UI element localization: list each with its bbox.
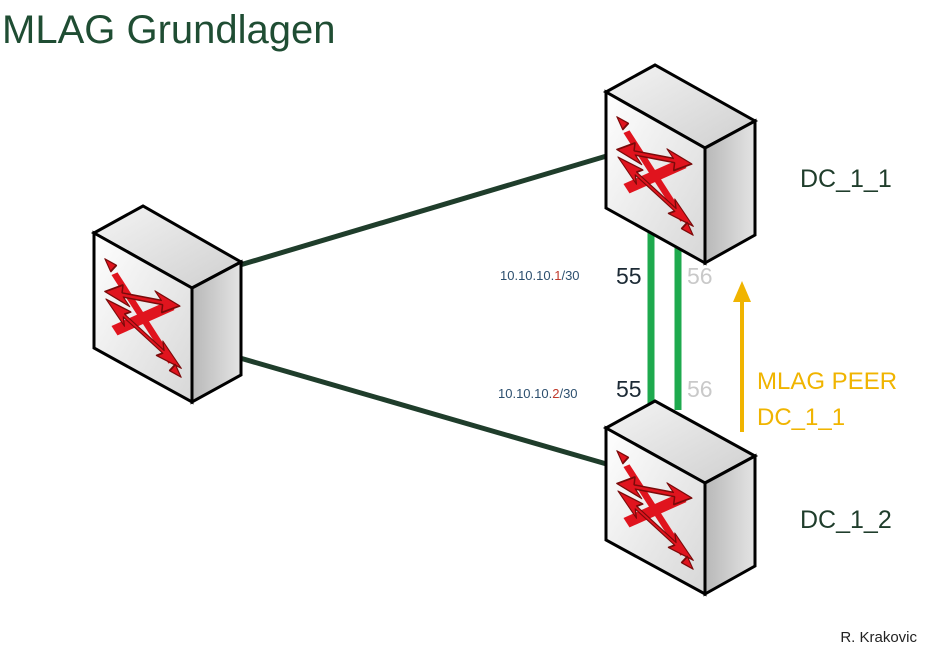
ip-host: 2 <box>552 386 560 401</box>
ip-label-top: 10.10.10.1/30 <box>500 268 580 283</box>
switch-icon <box>602 63 759 266</box>
author-credit: R. Krakovic <box>840 629 917 646</box>
port-label-55-bottom: 55 <box>616 376 642 402</box>
switch-icon <box>602 399 759 597</box>
mlag-peer-line2: DC_1_1 <box>757 404 846 431</box>
ip-mask: /30 <box>559 386 578 401</box>
node-label-dc-1-1: DC_1_1 <box>800 165 892 193</box>
port-label-55-top: 55 <box>616 263 642 289</box>
page-title: MLAG Grundlagen <box>2 8 336 52</box>
node-label-dc-1-2: DC_1_2 <box>800 506 892 534</box>
ip-prefix: 10.10.10. <box>500 268 555 283</box>
link-left-to-dc-1-1 <box>239 152 611 268</box>
port-label-56-top: 56 <box>687 263 713 289</box>
ip-mask: /30 <box>561 268 580 283</box>
ip-label-bottom: 10.10.10.2/30 <box>498 386 578 401</box>
ip-prefix: 10.10.10. <box>498 386 553 401</box>
ip-host: 1 <box>554 268 562 283</box>
switch-icon <box>90 204 245 405</box>
up-arrow-icon <box>733 281 751 432</box>
link-left-to-dc-1-2 <box>239 355 611 468</box>
port-label-56-bottom: 56 <box>687 376 713 402</box>
mlag-peer-label: MLAG PEER DC_1_1 <box>757 364 897 436</box>
mlag-peer-line1: MLAG PEER <box>757 368 898 395</box>
